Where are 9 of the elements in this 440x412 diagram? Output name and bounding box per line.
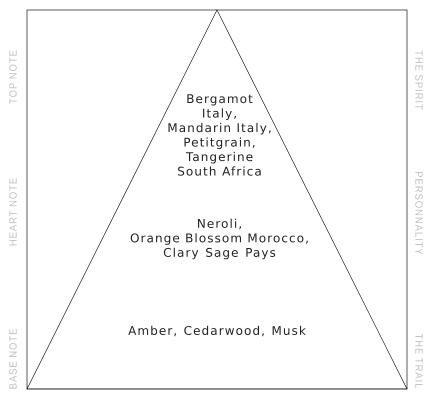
side-label: THE TRAIL xyxy=(415,334,423,388)
side-label: HEART NOTE xyxy=(9,178,17,246)
note-text: Bergamot Italy, Mandarin Italy, Petitgrain, Tangerine South Africa xyxy=(168,94,271,176)
side-label: PERSONNALITY xyxy=(415,172,423,254)
note-text: Amber, Cedarwood, Musk xyxy=(128,326,306,336)
side-label: BASE NOTE xyxy=(9,329,17,389)
note-text: Neroli, Orange Blossom Morocco, Clary Sage Pays xyxy=(130,218,308,260)
side-label: THE SPIRIT xyxy=(415,50,423,110)
side-label: TOP NOTE xyxy=(9,50,17,104)
